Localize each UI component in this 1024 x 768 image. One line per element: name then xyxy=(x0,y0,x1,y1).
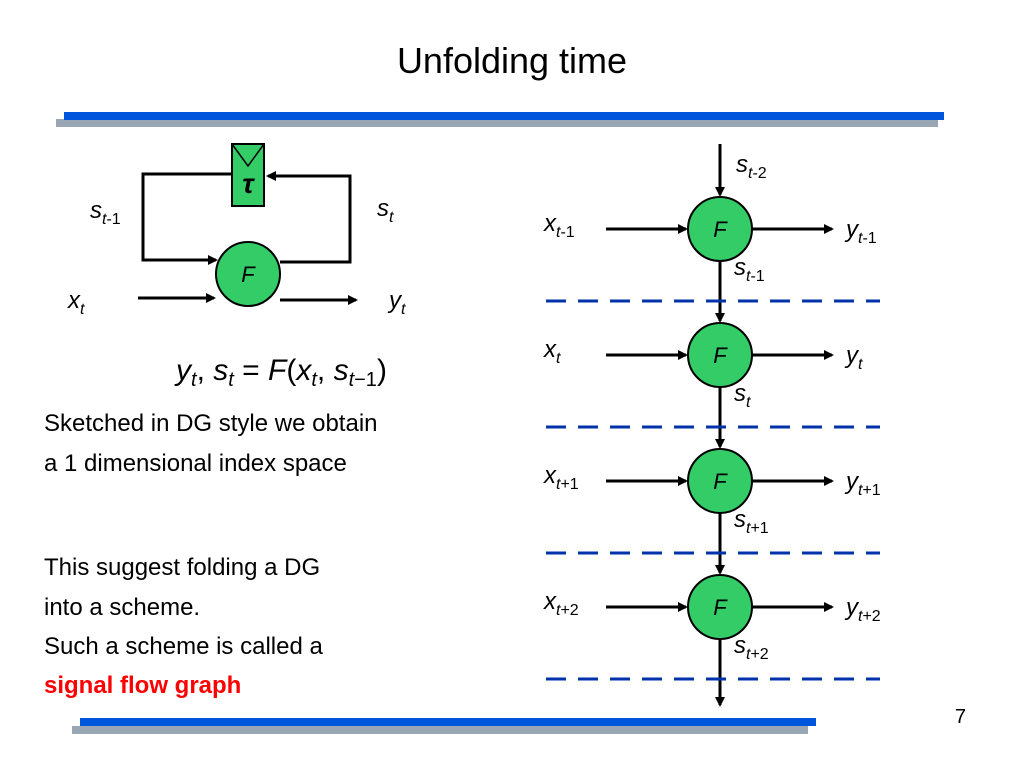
stage-output-label: yt+2 xyxy=(844,594,881,625)
stage-node-f xyxy=(687,448,753,514)
stage-node-f xyxy=(687,196,753,262)
top-divider xyxy=(64,112,944,120)
stage-input-label: xt-1 xyxy=(543,210,575,241)
stage-state-label: st-1 xyxy=(734,254,765,285)
delay-box xyxy=(231,143,265,207)
stage-node-f xyxy=(687,574,753,640)
chain-stage: Fxt-1 yt-1 st-1 xyxy=(543,196,880,323)
equation: yt, st = F(xt, st−1) xyxy=(174,354,387,391)
bottom-divider-shadow xyxy=(72,726,808,734)
loop-label-x: xt xyxy=(67,287,85,318)
stage-input-label: xt xyxy=(543,336,561,367)
loop-label-s-in: st-1 xyxy=(90,197,121,228)
loop-label-y: yt xyxy=(387,287,406,318)
text-line-1: Sketched in DG style we obtain xyxy=(44,410,378,437)
loop-left-path xyxy=(141,172,232,265)
stage-input-label: xt+2 xyxy=(543,588,579,619)
chain-stage: Fxt+1 yt+1 st+1 xyxy=(543,448,881,575)
text-line-3: This suggest folding a DG xyxy=(44,554,321,581)
text-line-2: a 1 dimensional index space xyxy=(44,450,347,477)
stage-output-label: yt xyxy=(844,342,863,373)
delay-triangle-icon xyxy=(231,143,265,168)
top-divider-shadow xyxy=(56,119,938,127)
stage-state-label: st xyxy=(734,380,751,411)
text-line-5: Such a scheme is called a xyxy=(44,633,323,660)
stage-node-label: F xyxy=(713,595,728,620)
stage-state-label: st+1 xyxy=(734,506,769,537)
stage-node-f xyxy=(687,322,753,388)
stage-node-label: F xyxy=(713,343,728,368)
stage-node-label: F xyxy=(713,217,728,242)
text-line-4: into a scheme. xyxy=(44,594,201,621)
delay-symbol: τ xyxy=(242,168,255,199)
chain-top-state-label: st-2 xyxy=(736,151,767,182)
loop-label-s-out: st xyxy=(377,195,394,226)
loop-node-f xyxy=(215,241,281,307)
stage-node-label: F xyxy=(713,469,728,494)
loop-diagram: τ F st-1 st xt yt xyxy=(67,143,406,318)
signal-flow-graph-highlight: signal flow graph xyxy=(44,672,242,699)
stage-state-label: st+2 xyxy=(734,632,769,663)
stage-output-label: yt-1 xyxy=(844,216,877,247)
loop-right-path xyxy=(266,171,352,264)
stage-input-label: xt+1 xyxy=(543,462,579,493)
page-title: Unfolding time xyxy=(396,40,628,81)
bottom-divider xyxy=(80,718,816,726)
stage-output-label: yt+1 xyxy=(844,468,881,499)
chain-stage: Fxt yt st xyxy=(543,322,880,449)
page-number: 7 xyxy=(954,706,966,728)
chain-stage: Fxt+2 yt+2 st+2 xyxy=(543,574,881,707)
loop-node-label: F xyxy=(241,262,256,287)
